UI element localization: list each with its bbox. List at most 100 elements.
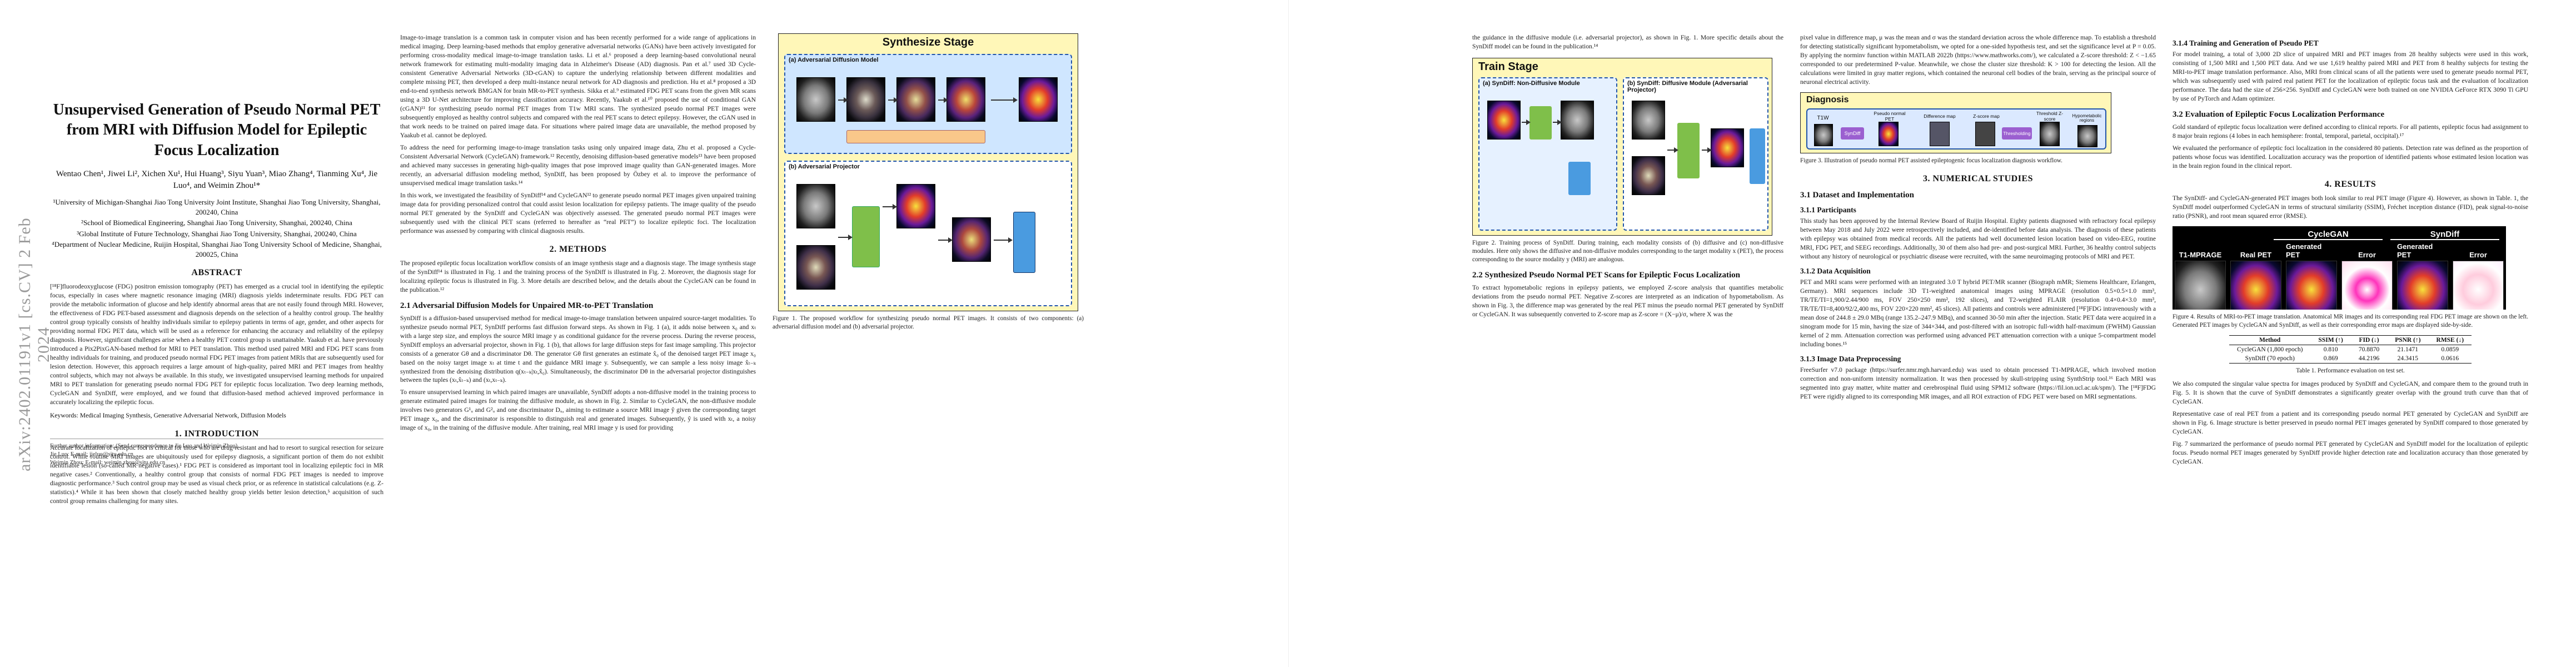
cell: 70.8870	[2358, 346, 2380, 353]
cell: 24.3415	[2387, 354, 2429, 364]
affiliation-3: ³Global Institute of Future Technology, …	[77, 229, 357, 238]
th-fid: FID (↓)	[2350, 335, 2388, 345]
section-3-1-3-text: FreeSurfer v7.0 package (https://surfer.…	[1800, 366, 2156, 400]
arrow	[838, 235, 853, 240]
section-3-2-text-2: We evaluated the performance of epilepti…	[2173, 144, 2528, 170]
projector-block	[846, 130, 985, 143]
section-3-1-4-text: For model training, a total of 3,000 2D …	[2173, 51, 2528, 102]
cell: 44.2196	[2350, 354, 2388, 364]
th-method: Method	[2229, 335, 2311, 345]
denoised-estimate	[1711, 128, 1744, 167]
col-syndiff-err: Error	[2453, 251, 2504, 310]
threshold-image	[2040, 121, 2060, 146]
figure-1-panel-b: (b) Adversarial Projector	[784, 161, 1072, 306]
figure-4: CycleGAN SynDiff T1-MPRAGE Real PET Gene…	[2173, 226, 2506, 310]
col-real-pet: Real PET	[2230, 251, 2281, 310]
label-real-pet: Real PET	[2240, 250, 2272, 259]
abstract-text: [¹⁸F]fluorodeoxyglucose (FDG) positron e…	[50, 283, 383, 406]
table-row: SynDiff (70 epoch) 0.869 44.2196 24.3415…	[2229, 354, 2472, 364]
related-work-para-1: Image-to-image translation is a common t…	[400, 34, 756, 139]
page-2: the guidance in the diffusive module (i.…	[1288, 0, 2576, 667]
related-work-para-2: To address the need for performing image…	[400, 143, 756, 187]
cell: CycleGAN (1,800 epoch)	[2236, 346, 2303, 353]
section-3-1-3-heading: 3.1.3 Image Data Preprocessing	[1800, 354, 1901, 363]
block-syndiff: SynDiff	[1841, 127, 1864, 140]
difference-map-image	[1930, 121, 1950, 146]
syndiff-continuation: the guidance in the diffusive module (i.…	[1472, 34, 1783, 50]
pseudo-pet-image	[1879, 121, 1899, 146]
arxiv-stamp: arXiv:2402.01191v1 [cs.CV] 2 Feb 2024	[16, 217, 53, 472]
cell: SynDiff (70 epoch)	[2229, 354, 2311, 364]
table-row: CycleGAN (1,800 epoch) 0.810 70.8870 21.…	[2229, 345, 2472, 355]
figure-1-title: Synthesize Stage	[882, 36, 974, 48]
figure-1-panel-a: (a) Adversarial Diffusion Model	[784, 54, 1072, 154]
page1-column-1: Unsupervised Generation of Pseudo Normal…	[50, 0, 383, 506]
author-list: Wentao Chen¹, Jiwei Li², Xichen Xu¹, Hui…	[56, 170, 378, 191]
figure-1: Synthesize Stage (a) Adversarial Diffusi…	[778, 33, 1078, 311]
generator-g-theta	[1677, 122, 1700, 178]
arrow	[838, 97, 848, 103]
hypometabolic-image	[2077, 125, 2097, 147]
figure-3: Diagnosis T1W SynDiff Pseudo normal PET …	[1800, 92, 2111, 153]
estimated-mri	[1561, 100, 1594, 140]
arrow	[1702, 147, 1712, 153]
figure-1-panel-b-label: (b) Adversarial Projector	[789, 163, 860, 170]
figure-4-caption: Figure 4. Results of MRI-to-PET image tr…	[2173, 313, 2528, 328]
paper-title: Unsupervised Generation of Pseudo Normal…	[53, 101, 381, 159]
label-cyclegan-gen: Generated PET	[2286, 242, 2322, 259]
section-3-1-4-heading: 3.1.4 Training and Generation of Pseudo …	[2173, 39, 2319, 47]
pseudo-pet-output	[1019, 77, 1058, 122]
block-zscore-map: Z-score map	[1973, 113, 2000, 119]
cell: 0.0616	[2428, 354, 2472, 364]
block-threshold-zscore: Threshold Z-score	[2036, 110, 2064, 122]
cyclegan-error-map	[2341, 260, 2393, 310]
methods-heading: 2. METHODS	[549, 244, 607, 254]
noisy-image-3	[946, 77, 985, 122]
th-psnr: PSNR (↑)	[2387, 335, 2429, 345]
section-3-1-2-heading: 3.1.2 Data Acquisition	[1800, 266, 1871, 275]
syndiff-error-map	[2453, 260, 2504, 310]
figure-4-images: T1-MPRAGE Real PET Generated PET Error G…	[2175, 242, 2504, 310]
mri-slice	[796, 77, 835, 122]
noisy-target	[796, 245, 835, 290]
arrow	[994, 237, 1013, 243]
noisy-pet	[1632, 156, 1665, 195]
section-2-1-heading: 2.1 Adversarial Diffusion Models for Unp…	[400, 301, 654, 310]
page1-column-3: Synthesize Stage (a) Adversarial Diffusi…	[773, 33, 1262, 331]
figure-2: Train Stage (a) SynDiff: Non-Diffusive M…	[1472, 57, 1772, 236]
arrow	[938, 237, 953, 243]
results-text-2: We also computed the singular value spec…	[2173, 380, 2528, 406]
figure-2-title: Train Stage	[1478, 60, 1538, 73]
label-syndiff-err: Error	[2469, 250, 2487, 259]
results-table: Method SSIM (↑) FID (↓) PSNR (↑) RMSE (↓…	[2229, 335, 2472, 364]
zscore-method-text: pixel value in difference map, μ was the…	[1800, 34, 2156, 86]
affiliation-4: ⁴Department of Nuclear Medicine, Ruijin …	[52, 240, 382, 258]
label-cyclegan-err: Error	[2358, 250, 2376, 259]
section-3-1-heading: 3.1 Dataset and Implementation	[1800, 191, 1914, 200]
table-1-caption: Table 1. Performance evaluation on test …	[2296, 367, 2405, 374]
figure-2-panel-a: (a) SynDiff: Non-Diffusive Module	[1478, 77, 1617, 231]
th-ssim: SSIM (↑)	[2310, 335, 2351, 345]
arrow	[888, 97, 898, 103]
figure-1-panel-a-label: (a) Adversarial Diffusion Model	[789, 57, 879, 63]
section-2-2-text: To extract hypometabolic regions in epil…	[1472, 284, 1783, 318]
estimate-x0	[896, 184, 935, 228]
figure-1-caption: Figure 1. The proposed workflow for synt…	[773, 315, 1084, 331]
t1w-image	[1814, 123, 1833, 146]
figure-2-panel-b: (b) SynDiff: Diffusive Module (Adversari…	[1623, 77, 1768, 231]
figure-2-panel-b-label: (b) SynDiff: Diffusive Module (Adversari…	[1627, 79, 1748, 93]
section-2-2-heading: 2.2 Synthesized Pseudo Normal PET Scans …	[1472, 271, 1740, 280]
cell: 0.0859	[2441, 346, 2459, 353]
section-3-1-2-text: PET and MRI scans were performed with an…	[1800, 278, 2156, 348]
label-syndiff-gen: Generated PET	[2397, 242, 2433, 259]
intro-text: Accurate localization of epileptic foci …	[50, 444, 383, 505]
page2-column-1: the guidance in the diffusive module (i.…	[1472, 33, 1783, 319]
cell: 0.810	[2323, 346, 2338, 353]
col-t1: T1-MPRAGE	[2175, 251, 2226, 310]
sample-xt-k	[952, 217, 991, 262]
figure-2-caption: Figure 2. Training process of SynDiff. D…	[1472, 239, 1783, 263]
figure-3-caption: Figure 3. Illustration of pseudo normal …	[1800, 157, 2062, 164]
estimated-guidance	[1632, 100, 1665, 140]
section-2-1-text: SynDiff is a diffusion-based unsupervise…	[400, 314, 756, 384]
results-text: The SynDiff- and CycleGAN-generated PET …	[2173, 194, 2528, 220]
